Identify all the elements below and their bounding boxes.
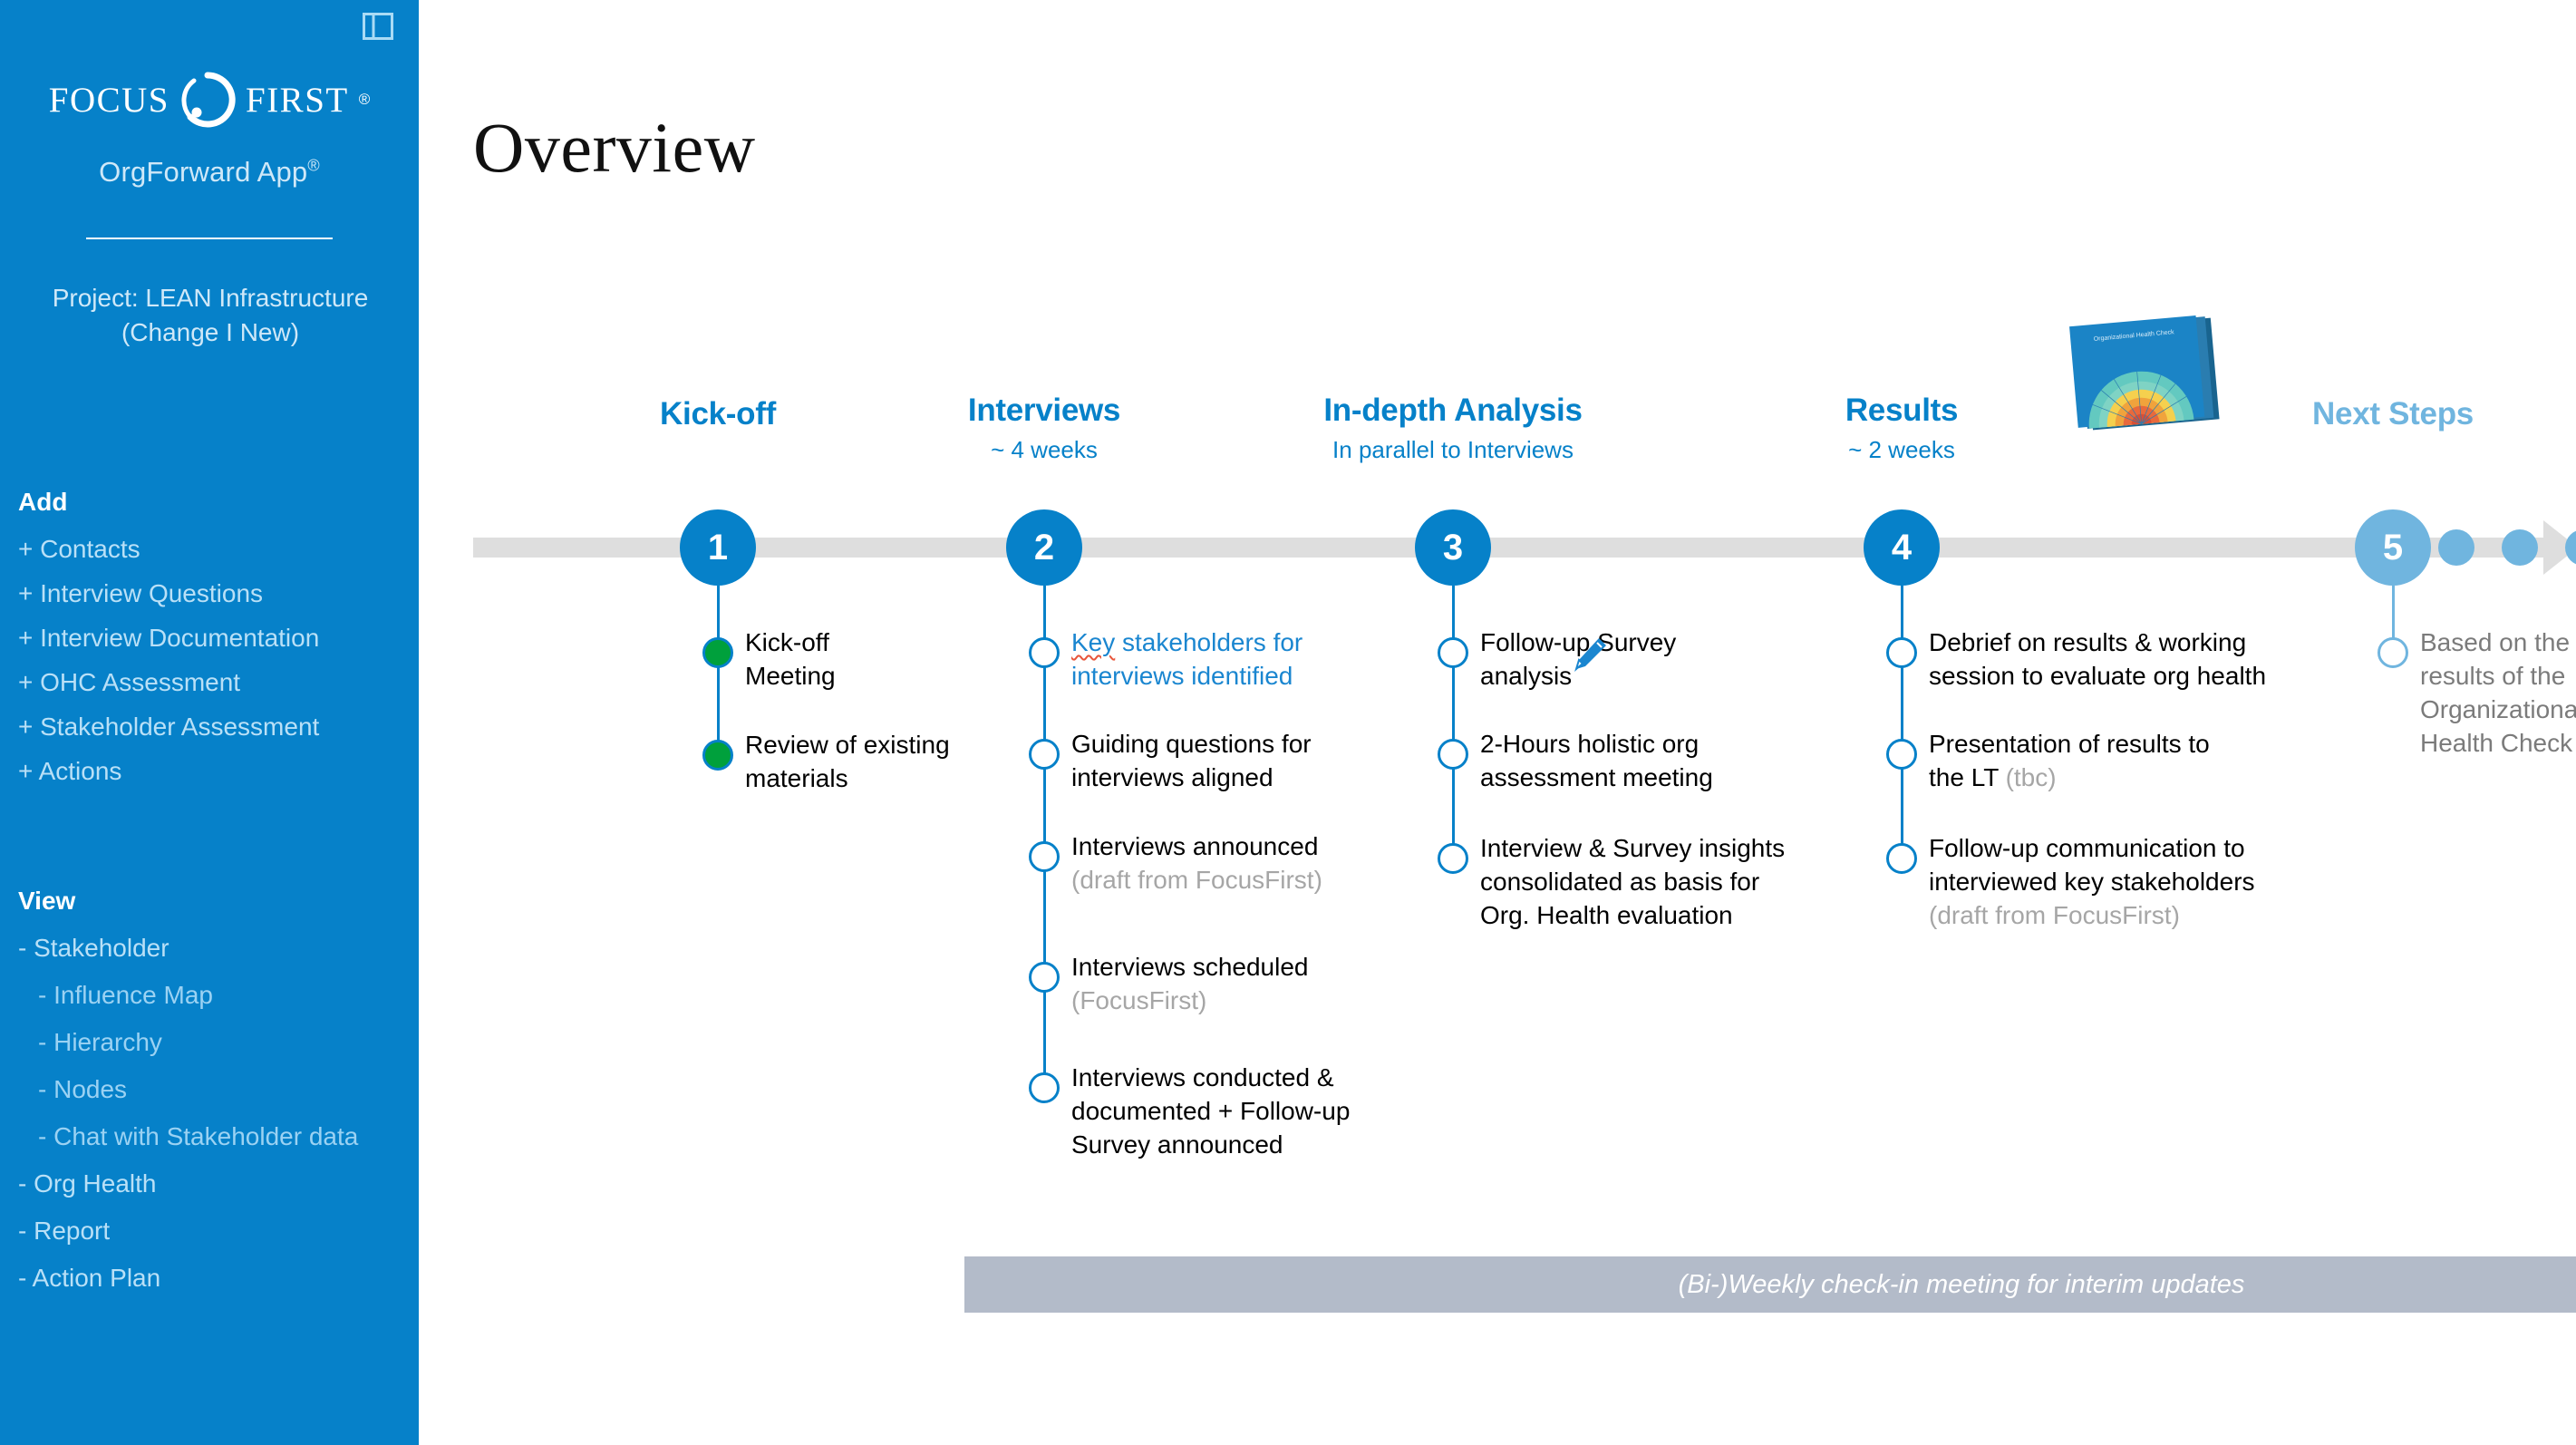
phase-header-1: Kick-off: [482, 396, 954, 432]
timeline-item-bullet[interactable]: [1886, 637, 1917, 668]
sidebar-view-item-4[interactable]: - Chat with Stakeholder data: [38, 1122, 359, 1150]
timeline-node-1[interactable]: 1: [680, 509, 756, 586]
timeline-stem-3: [1452, 586, 1455, 858]
sidebar-panel-toggle-icon[interactable]: [363, 13, 393, 40]
phase-title-1: Kick-off: [660, 396, 776, 432]
sidebar-view-item-7[interactable]: - Action Plan: [18, 1264, 161, 1292]
sidebar-view-item-1[interactable]: - Influence Map: [38, 981, 213, 1009]
phase-header-3: In-depth Analysis In parallel to Intervie…: [1217, 393, 1689, 464]
phase-title-3: In-depth Analysis: [1323, 393, 1583, 428]
timeline-trailing-dot-1: [2438, 529, 2474, 566]
timeline-item-bullet[interactable]: [2377, 637, 2408, 668]
sidebar-view-item-3[interactable]: - Nodes: [38, 1075, 128, 1103]
sidebar-divider: [86, 238, 333, 239]
timeline-item-bullet[interactable]: [1438, 637, 1468, 668]
checkin-banner-label: (Bi-)Weekly check-in meeting for interim…: [1678, 1269, 2245, 1299]
timeline-item-bullet[interactable]: [1438, 843, 1468, 874]
timeline-item-bullet[interactable]: [702, 740, 733, 771]
main-content: Overview Organizational Health Check: [419, 0, 2576, 1445]
timeline-stem-4: [1901, 586, 1903, 858]
timeline-item-bullet[interactable]: [702, 637, 733, 668]
timeline-item-text: Interviews conducted &documented + Follo…: [1071, 1063, 1351, 1159]
sidebar-view-item-2[interactable]: - Hierarchy: [38, 1028, 162, 1056]
timeline-item-bullet[interactable]: [1886, 843, 1917, 874]
timeline-item-bullet[interactable]: [1029, 739, 1060, 770]
timeline-track: [473, 538, 2549, 558]
logo-word-first: First: [246, 80, 349, 120]
phase-header-4: Results ~ 2 weeks: [1666, 393, 2137, 464]
logo-circle-icon: [179, 71, 237, 129]
sidebar-add-item-3[interactable]: + OHC Assessment: [18, 668, 241, 696]
timeline-stem-2: [1043, 586, 1046, 1088]
organizational-health-check-thumbnail[interactable]: Organizational Health Check: [2061, 315, 2253, 433]
pencil-edit-icon[interactable]: [1572, 635, 1610, 673]
timeline-item-bullet[interactable]: [1886, 739, 1917, 770]
sidebar-add-item-0[interactable]: + Contacts: [18, 535, 140, 563]
page-title: Overview: [473, 108, 756, 187]
timeline-item-text: Interviews scheduled(FocusFirst): [1071, 953, 1309, 1014]
timeline-trailing-dot-3: [2565, 529, 2576, 566]
app-name: OrgForward App®: [0, 156, 419, 189]
sidebar-section-view: View: [18, 887, 76, 915]
timeline-node-2[interactable]: 2: [1006, 509, 1082, 586]
phase-title-4: Results: [1845, 393, 1959, 428]
sidebar-view-item-5[interactable]: - Org Health: [18, 1169, 157, 1198]
timeline-item-bullet[interactable]: [1029, 1072, 1060, 1103]
sidebar-add-item-4[interactable]: + Stakeholder Assessment: [18, 713, 320, 741]
sidebar-add-item-1[interactable]: + Interview Questions: [18, 579, 264, 607]
timeline-stem-5: [2392, 586, 2395, 653]
app-name-text: OrgForward App: [99, 156, 308, 188]
brand-logo: Focus First ®: [0, 71, 419, 129]
timeline-stem-1: [717, 586, 720, 755]
phase-subtitle-3: In parallel to Interviews: [1332, 436, 1574, 463]
sidebar-view-item-0[interactable]: - Stakeholder: [18, 934, 169, 962]
phase-header-2: Interviews ~ 4 weeks: [809, 393, 1280, 464]
sidebar-section-add: Add: [18, 488, 68, 516]
app-name-registered-mark: ®: [307, 156, 320, 175]
timeline-item-bullet[interactable]: [1029, 637, 1060, 668]
project-label: Project: LEAN Infrastructure (Change I N…: [52, 284, 369, 346]
timeline-item-bullet[interactable]: [1029, 841, 1060, 872]
phase-header-5: Next Steps: [2157, 396, 2576, 432]
timeline-node-5[interactable]: 5: [2355, 509, 2431, 586]
phase-subtitle-2: ~ 4 weeks: [991, 436, 1098, 463]
timeline-trailing-dot-2: [2502, 529, 2538, 566]
timeline-node-4[interactable]: 4: [1864, 509, 1940, 586]
timeline-node-3[interactable]: 3: [1415, 509, 1491, 586]
phase-title-2: Interviews: [967, 393, 1121, 428]
logo-word-focus: Focus: [48, 80, 169, 120]
phase-title-5: Next Steps: [2312, 396, 2474, 432]
timeline-item-text: Interviews announced(draft from FocusFir…: [1071, 832, 1322, 894]
timeline-item-bullet[interactable]: [1029, 962, 1060, 993]
sidebar-add-item-2[interactable]: + Interview Documentation: [18, 624, 320, 652]
sidebar: Focus First ® OrgForward App® Project: L…: [0, 0, 419, 1445]
sidebar-view-item-6[interactable]: - Report: [18, 1217, 111, 1245]
sidebar-add-item-5[interactable]: + Actions: [18, 757, 122, 785]
timeline-item-bullet[interactable]: [1438, 739, 1468, 770]
phase-subtitle-4: ~ 2 weeks: [1848, 436, 1955, 463]
checkin-banner: (Bi-)Weekly check-in meeting for interim…: [964, 1256, 2576, 1313]
logo-registered-mark: ®: [358, 91, 371, 108]
